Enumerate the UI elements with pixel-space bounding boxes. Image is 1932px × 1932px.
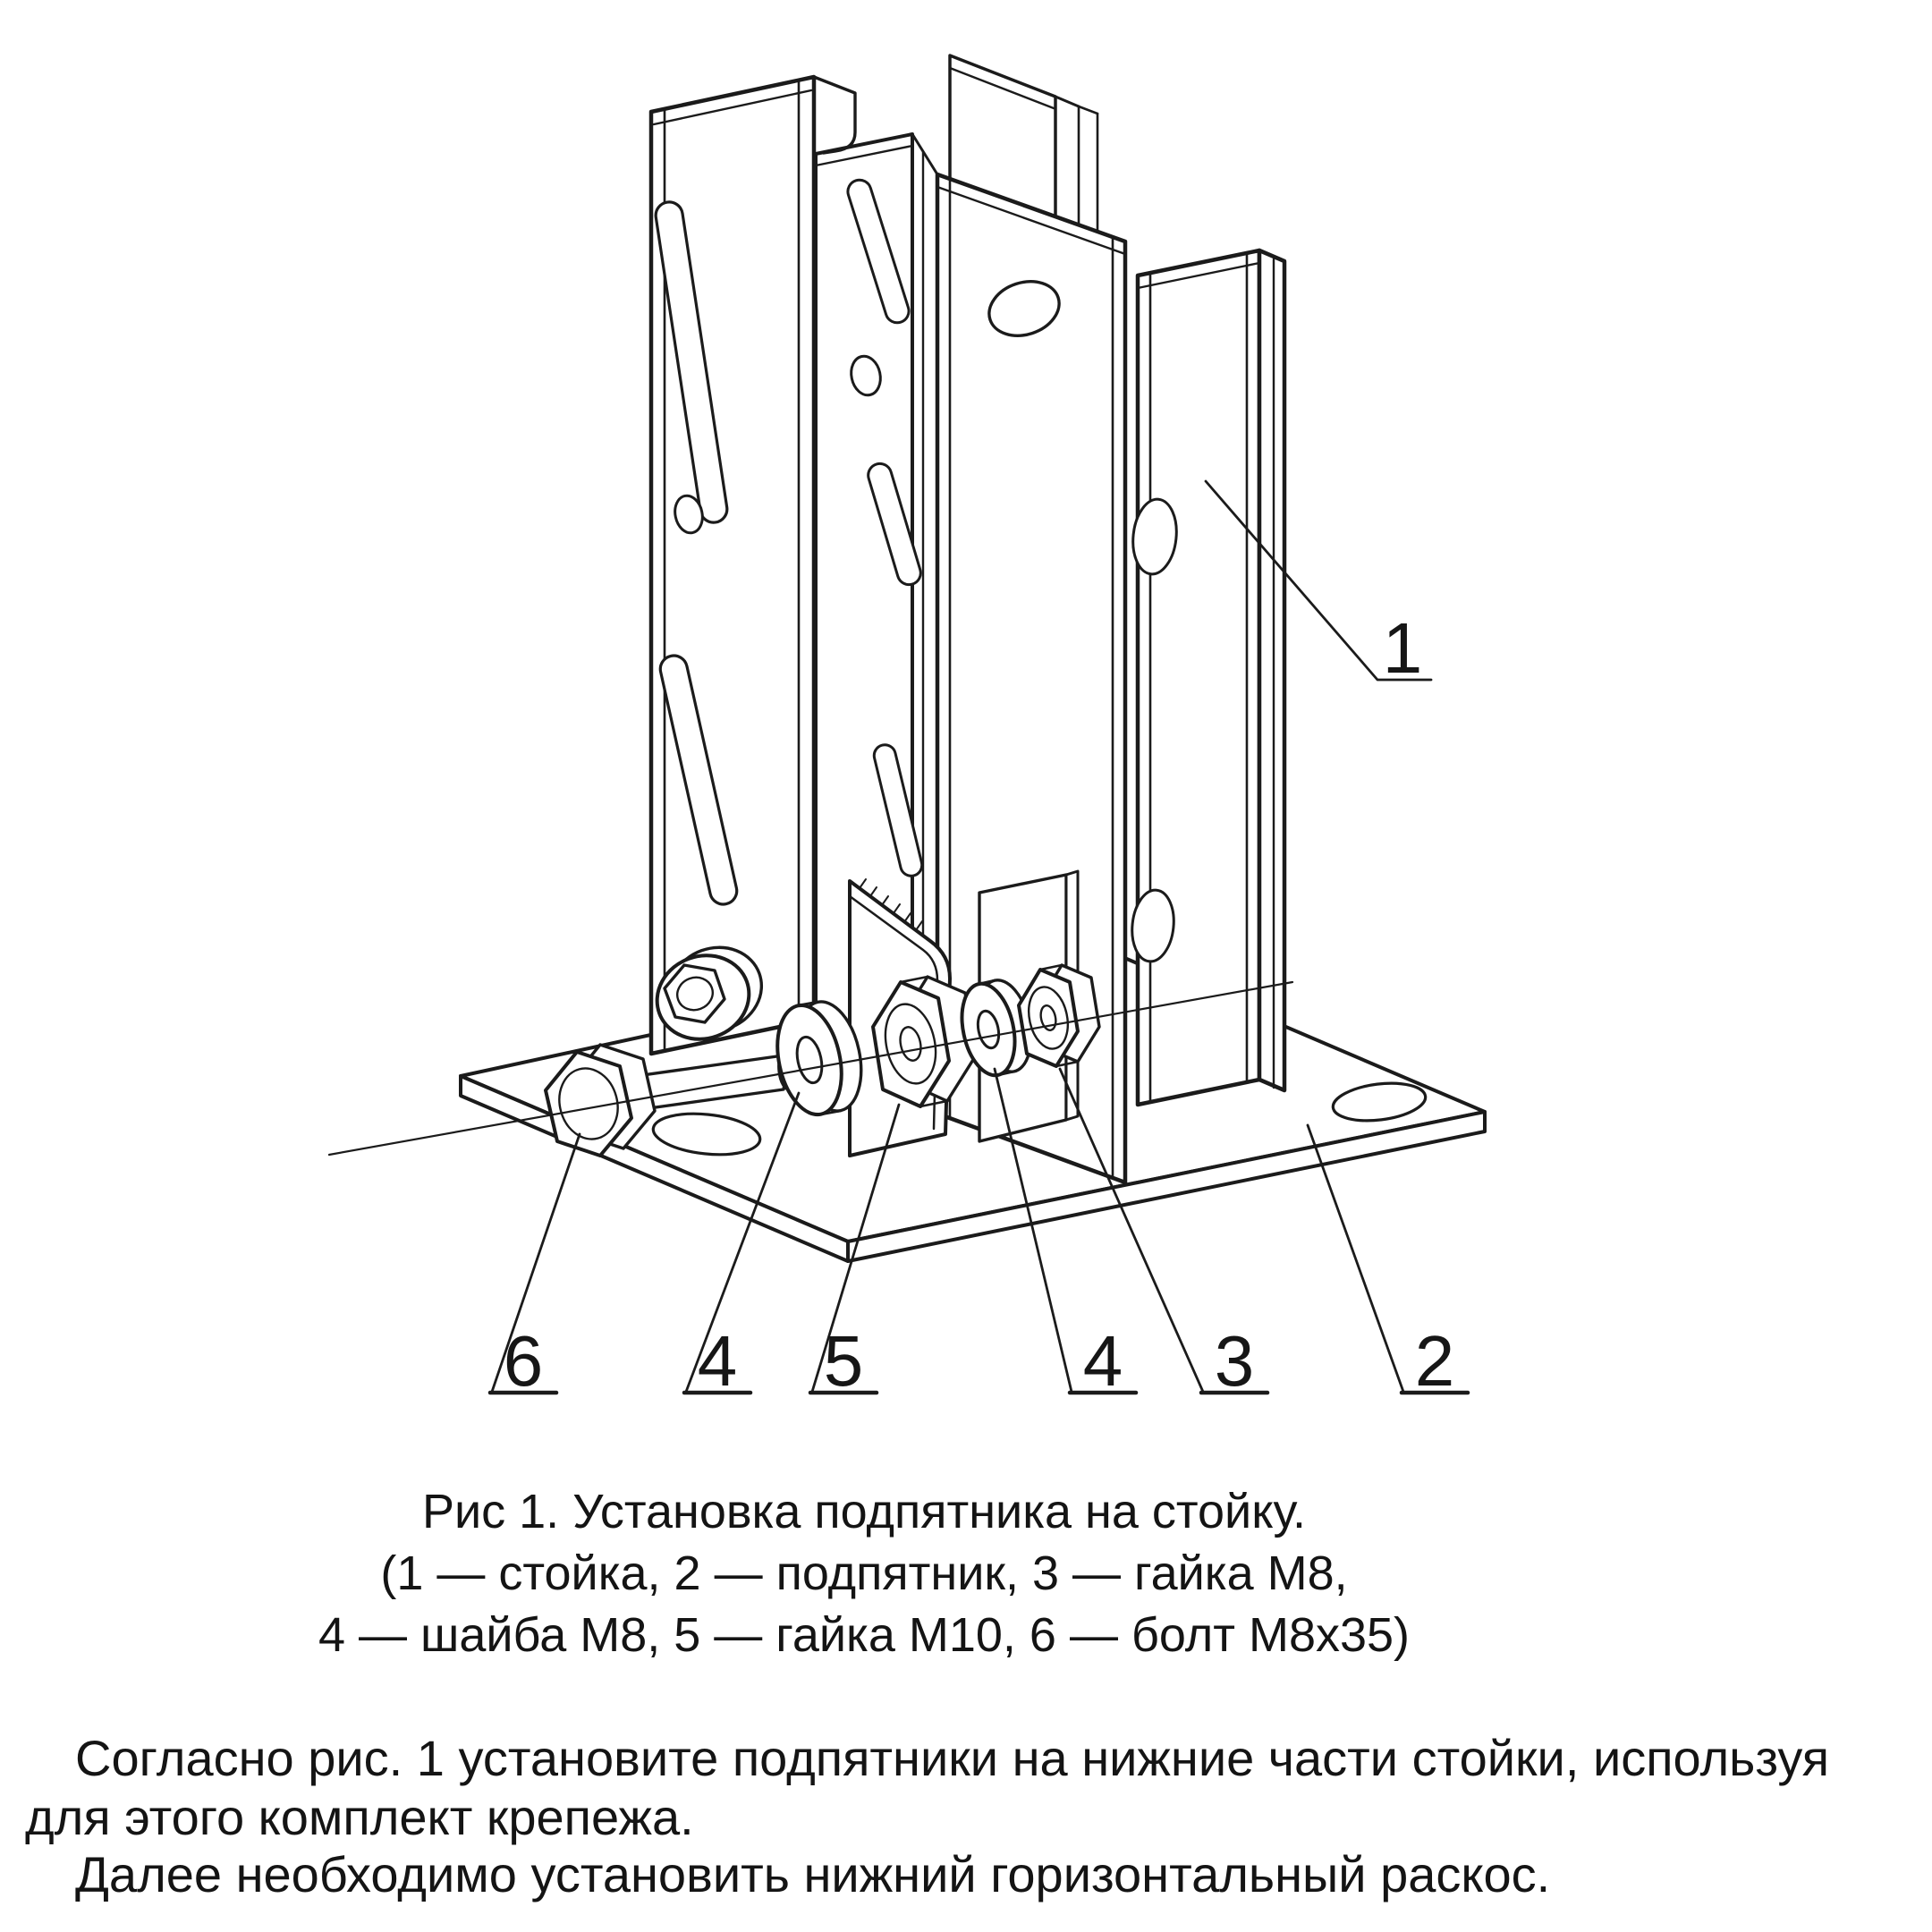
leader-2 — [1306, 1123, 1405, 1394]
leader-5 — [810, 1103, 901, 1394]
callout-4a: 4 — [698, 1321, 738, 1401]
callout-1: 1 — [1383, 608, 1423, 688]
caption-line-2: (1 — стойка, 2 — подпятник, 3 — гайка М8… — [380, 1546, 1348, 1600]
post-recessed-face — [814, 132, 924, 1044]
perforation-slot — [658, 654, 739, 906]
washer-m8-left — [775, 1000, 863, 1117]
front-face-hole — [987, 280, 1061, 337]
post-left-face — [648, 74, 817, 1056]
fastener-axis-line — [327, 980, 1294, 1157]
callout-4b: 4 — [1083, 1321, 1123, 1401]
leader-4b — [993, 1067, 1073, 1394]
callout-leaders — [487, 479, 1470, 1395]
perforation-hole — [850, 354, 882, 397]
flange-hole-lower — [1131, 888, 1175, 963]
instruction-paragraph-line-3: Далее необходимо установить нижний гориз… — [75, 1846, 1551, 1902]
plate-hole-left — [651, 1112, 762, 1157]
caption-line-3: 4 — шайба М8, 5 — гайка М10, 6 — болт М8… — [318, 1608, 1411, 1662]
plate-hole-right — [1331, 1081, 1428, 1123]
perforation-slot — [654, 200, 729, 524]
leader-6 — [490, 1132, 581, 1394]
callout-6: 6 — [504, 1321, 544, 1401]
perforation-slot — [846, 178, 911, 325]
callout-2: 2 — [1415, 1321, 1455, 1401]
top-notch — [812, 75, 857, 155]
callout-3: 3 — [1215, 1321, 1255, 1401]
washer-m8-right — [960, 979, 1033, 1078]
perforation-slot — [867, 462, 922, 587]
flange-hole-upper — [1131, 497, 1178, 576]
leader-1 — [1204, 479, 1433, 682]
leader-3 — [1058, 1067, 1205, 1394]
perforation-hole — [674, 494, 704, 535]
post-right-flange — [1131, 248, 1287, 1107]
instruction-paragraph-line-2: для этого комплект крепежа. — [25, 1789, 694, 1845]
flanged-bolt-head — [655, 945, 764, 1041]
bracket-fold-ticks — [859, 878, 923, 931]
nut-m10 — [871, 975, 978, 1108]
instruction-paragraph-line-1: Согласно рис. 1 установите подпятники на… — [75, 1730, 1830, 1786]
callout-labels: 1 6 4 5 4 3 2 — [504, 608, 1455, 1401]
leader-4a — [684, 1091, 801, 1394]
nut-m8 — [1017, 963, 1101, 1068]
callout-5: 5 — [824, 1321, 864, 1401]
perforation-slot — [872, 743, 924, 877]
caption-line-1: Рис 1. Установка подпятника на стойку. — [421, 1485, 1307, 1538]
figure-caption: Рис 1. Установка подпятника на стойку. (… — [0, 1481, 1728, 1666]
